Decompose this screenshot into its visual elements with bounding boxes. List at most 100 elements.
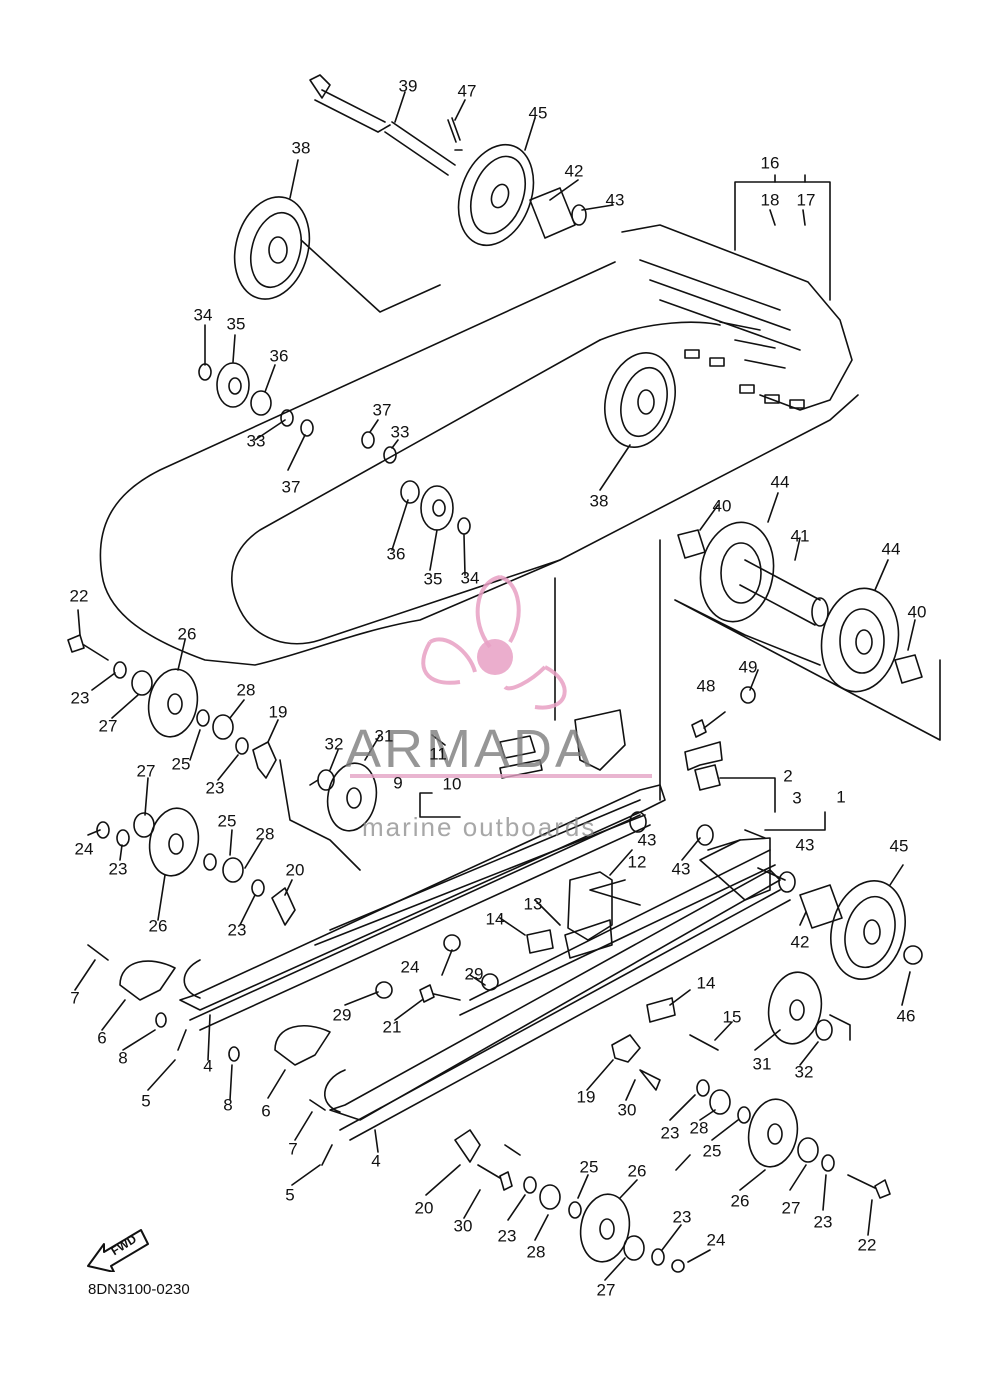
callout-6-right: 6: [261, 1101, 271, 1121]
callout-21: 21: [382, 1017, 402, 1037]
callout-25-b: 25: [217, 811, 237, 831]
callout-20-right: 20: [414, 1198, 434, 1218]
callout-49: 49: [738, 657, 758, 677]
callout-6-left: 6: [97, 1028, 107, 1048]
callout-28-d: 28: [526, 1242, 546, 1262]
callout-43-rail: 43: [671, 859, 691, 879]
callout-34-top: 34: [193, 305, 213, 325]
watermark-propeller-icon: [421, 575, 567, 710]
callout-42-top: 42: [564, 161, 584, 181]
callout-23-c: 23: [108, 859, 128, 879]
callout-40-left: 40: [712, 496, 732, 516]
callout-33-center: 33: [390, 422, 410, 442]
callout-16: 16: [760, 153, 780, 173]
callout-33-left: 33: [246, 431, 266, 451]
callout-23-f: 23: [813, 1212, 833, 1232]
wheel-38-lower: [604, 352, 676, 448]
callout-27-a: 27: [98, 716, 118, 736]
callout-23-a: 23: [70, 688, 90, 708]
callout-27-d: 27: [596, 1280, 616, 1300]
callout-25-c: 25: [702, 1141, 722, 1161]
left-rail: [324, 849, 791, 1141]
callout-25-a: 25: [171, 754, 191, 774]
callout-36-center: 36: [386, 544, 406, 564]
shaft-39: [309, 74, 456, 176]
callout-9: 9: [393, 773, 403, 793]
callout-31-left: 31: [374, 726, 394, 746]
callout-17: 17: [796, 190, 816, 210]
callout-27-b: 27: [136, 761, 156, 781]
callout-30-right: 30: [617, 1100, 637, 1120]
fwd-arrow-icon: [87, 1229, 149, 1272]
callout-44-left: 44: [770, 472, 790, 492]
callout-5-left: 5: [141, 1091, 151, 1111]
callout-24-right: 24: [706, 1230, 726, 1250]
callout-4-right: 4: [203, 1056, 213, 1076]
callout-11: 11: [429, 744, 447, 764]
callout-2: 2: [783, 766, 793, 786]
callout-29-right: 29: [464, 964, 484, 984]
callout-43-top: 43: [605, 190, 625, 210]
callout-23-g: 23: [672, 1207, 692, 1227]
callout-38-top: 38: [291, 138, 311, 158]
callout-28-c: 28: [689, 1118, 709, 1138]
callout-19-right: 19: [576, 1087, 596, 1107]
callout-26-b: 26: [148, 916, 168, 936]
callout-28-b: 28: [255, 824, 275, 844]
callout-37-left: 37: [281, 477, 301, 497]
callout-46: 46: [896, 1006, 916, 1026]
diagram-code: 8DN3100-0230: [88, 1281, 190, 1298]
callout-14-left: 14: [485, 909, 505, 929]
callout-19-left: 19: [268, 702, 288, 722]
wheel-45-top: [457, 143, 535, 247]
callout-14-right: 14: [696, 973, 716, 993]
callout-32-left: 32: [324, 734, 344, 754]
callout-34-center: 34: [460, 568, 480, 588]
callout-35-center: 35: [423, 569, 443, 589]
callout-20-left: 20: [285, 860, 305, 880]
callout-38-lower: 38: [589, 491, 609, 511]
callout-4-left: 4: [371, 1151, 381, 1171]
callout-31-right: 31: [752, 1054, 772, 1074]
track-belt: [99, 261, 859, 666]
callout-32-right: 32: [794, 1062, 814, 1082]
callout-10: 10: [442, 774, 462, 794]
watermark-brand: ARMADA: [345, 719, 595, 779]
watermark-bar: [350, 774, 652, 778]
callout-26-top: 26: [177, 624, 197, 644]
track-segment: [621, 224, 853, 411]
right-rail: [179, 784, 666, 1031]
callout-22-right: 22: [857, 1235, 877, 1255]
callout-7-left: 7: [70, 988, 80, 1008]
callout-23-e: 23: [660, 1123, 680, 1143]
callout-42-right: 42: [790, 932, 810, 952]
callout-45-right: 45: [889, 836, 909, 856]
callout-8-left: 8: [118, 1048, 128, 1068]
callout-27-c: 27: [781, 1198, 801, 1218]
callout-37-center: 37: [372, 400, 392, 420]
callout-41: 41: [790, 526, 810, 546]
callout-26-c: 26: [627, 1161, 647, 1181]
callout-15: 15: [722, 1007, 742, 1027]
callout-36-top: 36: [269, 346, 289, 366]
wheel-38-upper: [233, 196, 311, 300]
callout-23-d: 23: [227, 920, 247, 940]
callout-45-top: 45: [528, 103, 548, 123]
callout-30-left: 30: [453, 1216, 473, 1236]
axle-41: [677, 521, 923, 693]
callout-5-right: 5: [285, 1185, 295, 1205]
callout-3: 3: [792, 788, 802, 808]
callout-12: 12: [627, 852, 647, 872]
callout-24-center: 24: [400, 957, 420, 977]
callout-43-right: 43: [795, 835, 815, 855]
track-belt-inner: [231, 339, 601, 645]
callout-23-b: 23: [205, 778, 225, 798]
callout-28-a: 28: [236, 680, 256, 700]
callout-35-top: 35: [226, 314, 246, 334]
callout-22-left: 22: [69, 586, 89, 606]
callout-43-center: 43: [637, 830, 657, 850]
callout-25-d: 25: [579, 1157, 599, 1177]
callout-23-h: 23: [497, 1226, 517, 1246]
callout-44-right: 44: [881, 539, 901, 559]
